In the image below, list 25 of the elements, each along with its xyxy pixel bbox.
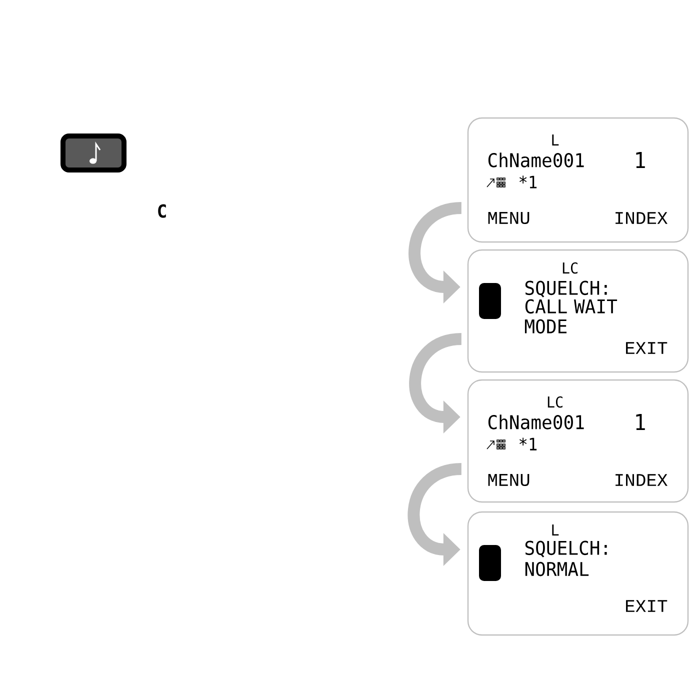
node-label: CALL WAIT MODE xyxy=(524,299,618,334)
node-label: ChName001 xyxy=(488,152,584,168)
lcd-screen: L SQUELCH: NORMAL EXIT xyxy=(467,511,689,636)
node-label: EXIT xyxy=(626,342,668,354)
node-label: MENU xyxy=(488,212,530,224)
node-label: EXIT xyxy=(626,600,668,612)
node-label: 1 xyxy=(636,414,645,430)
node-label: NORMAL xyxy=(525,562,589,576)
node-label: INDEX xyxy=(616,212,668,224)
node-label: ChName001 xyxy=(488,414,584,430)
node-label: *1 xyxy=(520,176,537,188)
node-label: MENU xyxy=(488,474,530,486)
node-label: L xyxy=(552,524,559,536)
key-letter: C xyxy=(158,204,166,218)
node-label: LC xyxy=(548,396,562,408)
lcd-screen: LC ChName001 1 *1 MENU INDEX xyxy=(467,379,689,503)
node-label: LC xyxy=(562,262,578,274)
node-label: L xyxy=(552,134,559,146)
node-label: 1 xyxy=(636,152,645,168)
lcd-screen: L ChName001 1 *1 MENU INDEX xyxy=(467,117,689,243)
node-label: SQUELCH: xyxy=(525,540,607,558)
node-label: SQUELCH: xyxy=(525,280,607,298)
lcd-screen: LC SQUELCH: CALL WAIT MODE EXIT xyxy=(467,249,689,373)
node-label: *1 xyxy=(520,438,537,450)
node-label: INDEX xyxy=(616,474,668,486)
